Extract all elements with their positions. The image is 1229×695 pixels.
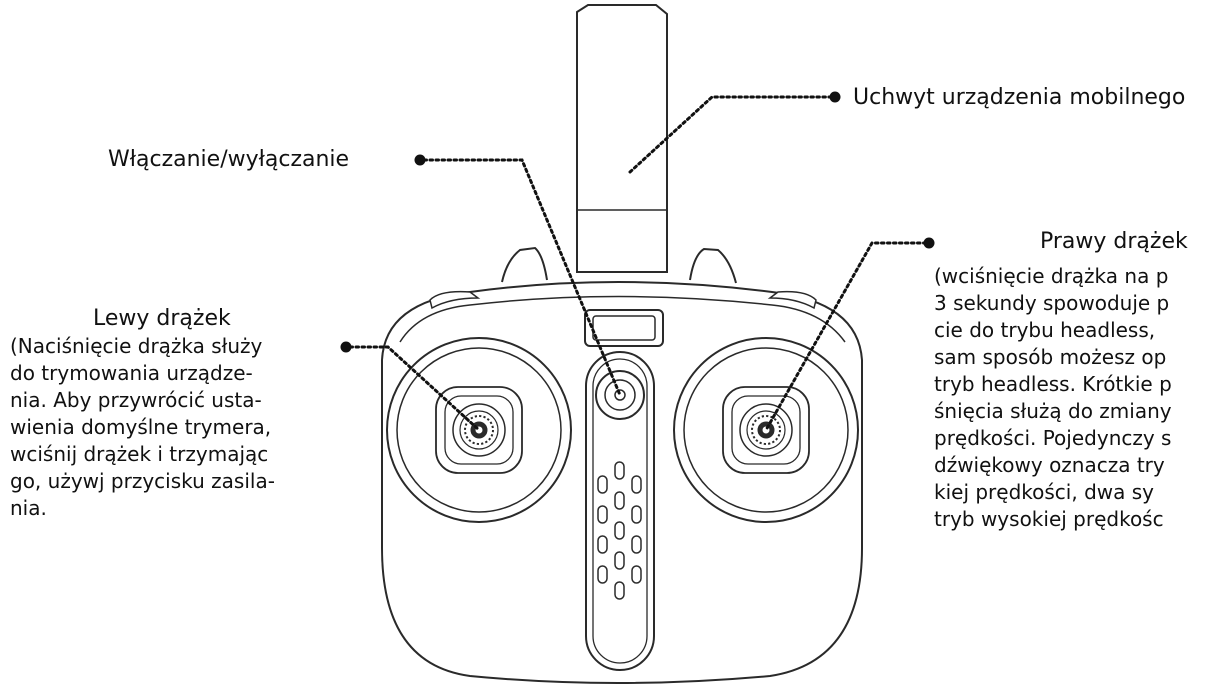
callout-lines [348, 95, 928, 432]
left-stick-line: do trymowania urządze- [10, 361, 253, 385]
right-stick-line: kiej prędkości, dwa sy [934, 480, 1154, 504]
left-stick-line: go, używj przycisku zasila- [10, 469, 275, 493]
left-stick-line: (Naciśnięcie drążka służy [10, 334, 263, 358]
callout-dot-right-stick [923, 237, 935, 249]
callout-line-right-stick [764, 241, 928, 432]
label-phone-mount: Uchwyt urządzenia mobilnego [853, 85, 1186, 110]
callout-dot-power [414, 154, 426, 166]
center-strip [585, 351, 655, 671]
right-stick-description: (wciśnięcie drążka na p 3 sekundy spowod… [934, 263, 1226, 533]
label-right-stick-title: Prawy drążek [1040, 229, 1188, 254]
right-stick-line: tryb headless. Krótkie p [934, 372, 1172, 396]
callout-line-mount [628, 95, 834, 174]
power-button [595, 370, 645, 420]
callout-line-left-stick [348, 345, 481, 432]
right-stick-line: śnięcia służą do zmiany [934, 399, 1172, 423]
left-stick [386, 337, 572, 523]
left-stick-line: wciśnij drążek i trzymając [10, 442, 269, 466]
callout-line-power [422, 158, 622, 397]
left-stick-description: (Naciśnięcie drążka służy do trymowania … [10, 333, 335, 522]
right-stick-line: cie do trybu headless, [934, 318, 1156, 342]
side-button-right [767, 290, 817, 310]
callout-dot-mount [829, 91, 841, 103]
right-stick-line: 3 sekundy spowoduje p [934, 291, 1170, 315]
right-stick-line: sam sposób możesz op [934, 345, 1167, 369]
label-left-stick-title: Lewy drążek [93, 306, 231, 331]
side-button-left [429, 290, 481, 310]
right-stick-line: prędkości. Pojedynczy s [934, 426, 1172, 450]
left-stick-line: wienia domyślne trymera, [10, 415, 272, 439]
left-stick-line: nia. [10, 496, 47, 520]
display-window [584, 309, 664, 347]
callout-dots [340, 91, 935, 353]
right-stick-line: (wciśnięcie drążka na p [934, 264, 1169, 288]
phone-holder [576, 4, 668, 273]
shoulder-buttons [501, 246, 737, 284]
right-stick [673, 337, 859, 523]
speaker-holes [597, 461, 642, 600]
callout-dot-left-stick [340, 341, 352, 353]
right-stick-line: tryb wysokiej prędkośc [934, 507, 1164, 531]
controller-body-inner-edge [399, 295, 846, 343]
right-stick-line: dźwiękowy oznacza try [934, 453, 1165, 477]
left-stick-line: nia. Aby przywrócić usta- [10, 388, 262, 412]
label-power-switch: Włączanie/wyłączanie [108, 147, 350, 172]
